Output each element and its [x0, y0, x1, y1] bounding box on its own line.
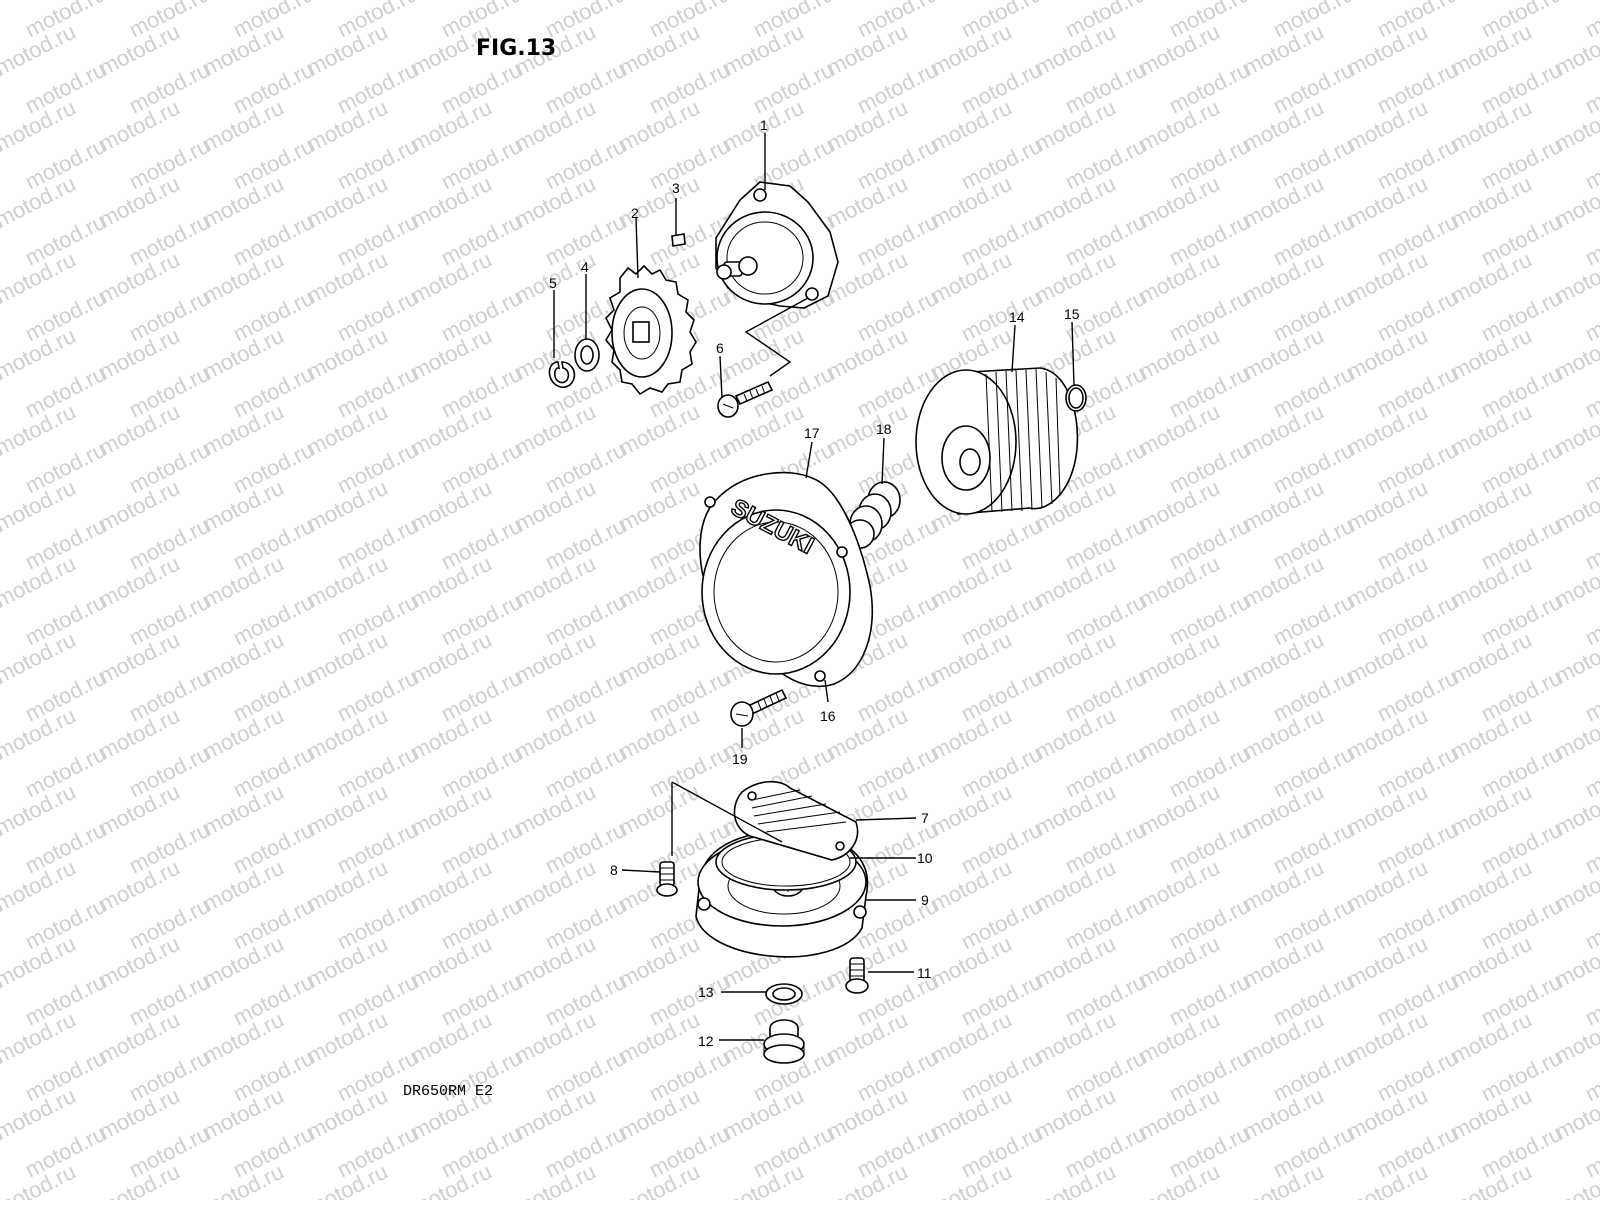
callout-18: 18 — [876, 421, 892, 437]
circlip-drawing — [548, 361, 576, 388]
callout-7: 7 — [921, 810, 929, 826]
callout-17: 17 — [804, 425, 820, 441]
figure-title: FIG.13 — [476, 36, 556, 61]
watermark-text: motod.ru — [0, 0, 6, 42]
screw-6-drawing — [717, 380, 774, 418]
callout-9: 9 — [921, 892, 929, 908]
pump-gear-drawing — [605, 264, 697, 396]
bolt-11-drawing — [845, 957, 869, 994]
drain-plug-drawing — [763, 1019, 805, 1064]
callout-labels: 1 2 3 4 5 6 7 8 9 10 11 12 13 14 15 16 1… — [549, 117, 1080, 1049]
callout-11: 11 — [917, 965, 932, 981]
oil-filter-cover-drawing: SUZUKI — [699, 471, 873, 688]
callout-15: 15 — [1064, 306, 1080, 322]
callout-1: 1 — [760, 117, 768, 133]
callout-4: 4 — [581, 259, 589, 275]
oil-filter-drawing — [915, 367, 1079, 515]
oil-strainer-screen-drawing — [733, 780, 859, 861]
callout-10: 10 — [917, 850, 933, 866]
callout-14: 14 — [1009, 309, 1025, 325]
callout-16: 16 — [820, 708, 836, 724]
oil-pump-body-drawing — [715, 181, 839, 309]
callout-8: 8 — [610, 862, 618, 878]
callout-13: 13 — [698, 984, 714, 1000]
model-code: DR650RM E2 — [403, 1083, 493, 1100]
pin-drawing — [671, 233, 686, 247]
bolt-8-drawing — [656, 861, 678, 897]
bolt-19-drawing — [730, 688, 788, 727]
callout-2: 2 — [631, 205, 639, 221]
callout-12: 12 — [698, 1033, 714, 1049]
washer-4-drawing — [574, 338, 600, 372]
callout-6: 6 — [716, 340, 724, 356]
leader-lines — [553, 133, 1075, 1041]
callout-5: 5 — [549, 275, 557, 291]
callout-3: 3 — [672, 180, 680, 196]
callout-19: 19 — [732, 751, 748, 767]
o-ring-15-drawing — [1065, 384, 1087, 412]
gasket-13-drawing — [765, 983, 803, 1005]
